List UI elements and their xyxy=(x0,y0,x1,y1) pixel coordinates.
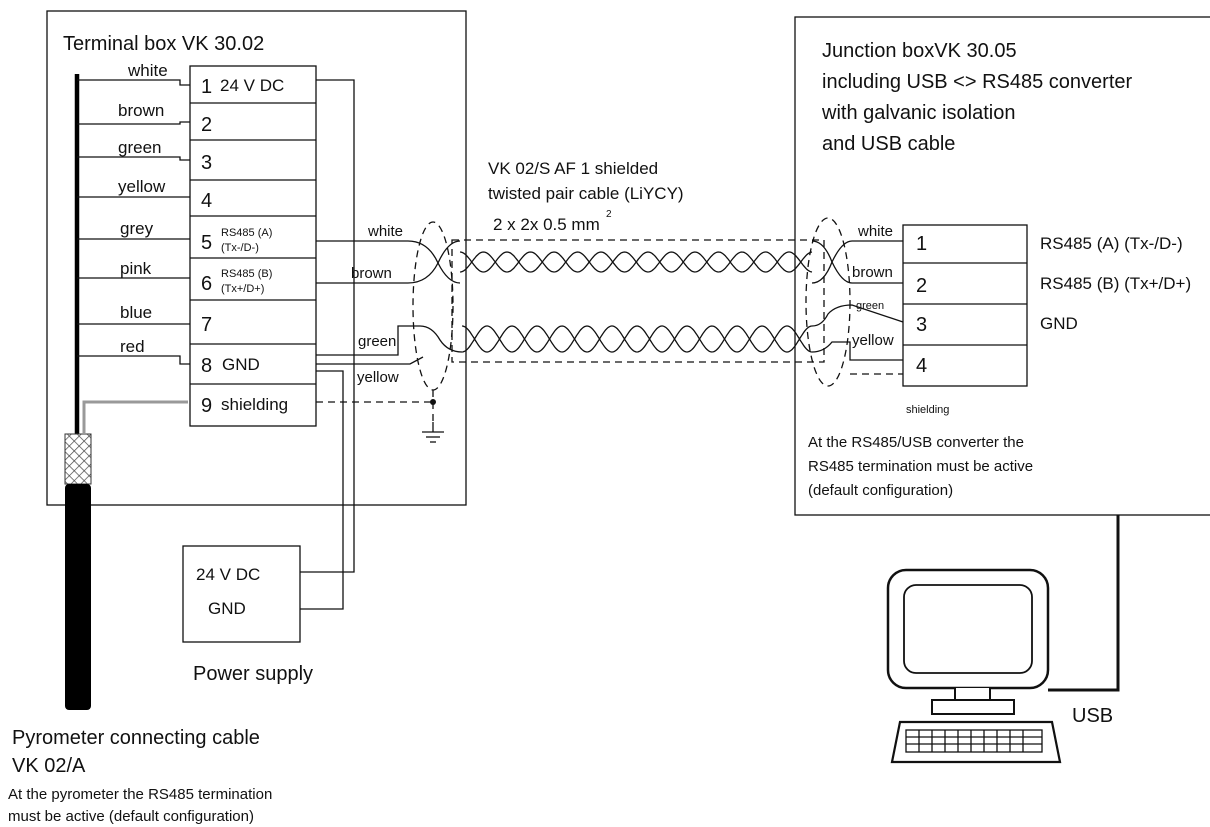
power-supply-caption: Power supply xyxy=(193,663,313,685)
jb-shield-label: shielding xyxy=(906,404,949,416)
terminal-number: 4 xyxy=(201,190,212,212)
jb-signal-1: RS485 (A) (Tx-/D-) xyxy=(1040,234,1183,253)
out-label-white: white xyxy=(367,223,403,240)
wire-label-blue: blue xyxy=(120,303,152,322)
junction-title-line2: including USB <> RS485 converter xyxy=(822,71,1133,93)
power-feed-wires xyxy=(300,79,355,610)
terminal-3: 3 xyxy=(201,152,212,174)
jb-wire-label-green: green xyxy=(856,300,884,312)
wire-label-green: green xyxy=(118,138,161,157)
usb-label: USB xyxy=(1072,705,1113,727)
jb-terminal-3: 3 xyxy=(916,314,927,336)
junction-terminal-strip xyxy=(902,224,1028,387)
power-supply-box xyxy=(182,545,301,643)
terminal-label: RS485 (A) xyxy=(221,227,272,239)
terminal-number: 7 xyxy=(201,314,212,336)
terminal-label: 24 V DC xyxy=(220,76,284,95)
out-label-yellow: yellow xyxy=(357,369,399,386)
jb-signal-3: GND xyxy=(1040,314,1078,333)
terminal-sublabel: (Tx+/D+) xyxy=(221,283,264,295)
shield-drain-wire xyxy=(82,400,188,434)
wire-label-brown: brown xyxy=(118,101,164,120)
junction-box-frame xyxy=(794,16,1210,516)
jb-wire-label-white: white xyxy=(857,223,893,240)
wire-label-red: red xyxy=(120,337,145,356)
jb-note-line2: RS485 termination must be active xyxy=(808,458,1033,475)
cable-title-superscript: 2 xyxy=(606,209,612,220)
pyrometer-caption-line2: VK 02/A xyxy=(12,755,86,777)
out-label-brown: brown xyxy=(351,265,392,282)
terminal-sublabel: (Tx-/D-) xyxy=(221,242,259,254)
output-wires-left xyxy=(316,240,463,365)
wire-label-yellow: yellow xyxy=(118,177,166,196)
terminal-2: 2 xyxy=(201,114,212,136)
jb-signal-2: RS485 (B) (Tx+/D+) xyxy=(1040,274,1191,293)
jb-wire-label-brown: brown xyxy=(852,264,893,281)
cable-shield-outline xyxy=(451,239,825,363)
terminal-number: 9 xyxy=(201,395,212,417)
wire-label-pink: pink xyxy=(120,259,152,278)
cable-shield-right xyxy=(805,217,851,387)
terminal-8: 8 GND xyxy=(201,355,260,377)
jb-terminal-1: 1 xyxy=(916,233,927,255)
input-wires xyxy=(77,79,190,365)
pyrometer-note-line1: At the pyrometer the RS485 termination xyxy=(8,786,272,803)
terminal-9: 9 shielding xyxy=(201,395,288,417)
pyrometer-cable-jacket xyxy=(65,484,91,710)
power-supply-24v: 24 V DC xyxy=(196,565,260,584)
terminal-number: 1 xyxy=(201,76,212,98)
terminal-number: 5 xyxy=(201,232,212,254)
terminal-number: 3 xyxy=(201,152,212,174)
terminal-label: GND xyxy=(222,355,260,374)
terminal-1: 1 24 V DC xyxy=(201,76,284,98)
junction-title-line1: Junction boxVK 30.05 xyxy=(822,40,1017,62)
terminal-6: 6 RS485 (B) (Tx+/D+) xyxy=(201,268,272,295)
terminal-box-title: Terminal box VK 30.02 xyxy=(63,33,264,55)
pyrometer-caption-line1: Pyrometer connecting cable xyxy=(12,727,260,749)
cable-shield-left xyxy=(412,221,454,391)
pyrometer-note-line2: must be active (default configuration) xyxy=(8,808,254,825)
computer-icon xyxy=(886,568,1062,764)
terminal-7: 7 xyxy=(201,314,212,336)
terminal-number: 6 xyxy=(201,273,212,295)
jb-wire-label-yellow: yellow xyxy=(852,332,894,349)
terminal-strip xyxy=(189,65,317,427)
jb-note-line3: (default configuration) xyxy=(808,482,953,499)
terminal-5: 5 RS485 (A) (Tx-/D-) xyxy=(201,227,272,254)
terminal-number: 8 xyxy=(201,355,212,377)
twisted-pair-2 xyxy=(461,325,813,353)
terminal-label: RS485 (B) xyxy=(221,268,272,280)
cable-title-line2: twisted pair cable (LiYCY) xyxy=(488,184,684,203)
cable-braid-shield xyxy=(64,433,92,485)
terminal-box-frame xyxy=(46,10,467,506)
terminal-4: 4 xyxy=(201,190,212,212)
cable-title-line1: VK 02/S AF 1 shielded xyxy=(488,159,658,178)
cable-title-line3: 2 x 2x 0.5 mm xyxy=(493,215,600,234)
out-label-green: green xyxy=(358,333,396,350)
terminal-number: 2 xyxy=(201,114,212,136)
output-wires-right xyxy=(811,240,904,375)
usb-cable xyxy=(1048,515,1120,692)
jb-note-line1: At the RS485/USB converter the xyxy=(808,434,1024,451)
terminal-label: shielding xyxy=(221,395,288,414)
shield-ground xyxy=(316,390,444,443)
wire-label-grey: grey xyxy=(120,219,154,238)
junction-title-line4: and USB cable xyxy=(822,133,955,155)
power-supply-gnd: GND xyxy=(208,599,246,618)
twisted-pair-1 xyxy=(459,251,813,273)
jb-terminal-2: 2 xyxy=(916,275,927,297)
jb-terminal-4: 4 xyxy=(916,355,927,377)
wire-label-white: white xyxy=(127,61,168,80)
junction-title-line3: with galvanic isolation xyxy=(821,102,1015,124)
